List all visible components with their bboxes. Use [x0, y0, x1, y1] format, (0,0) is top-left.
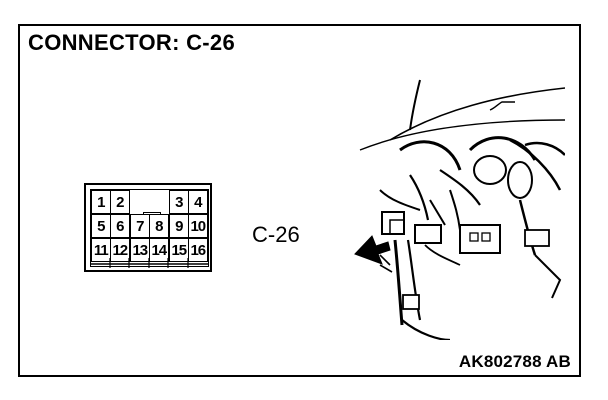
connector-face: 1 2 3 4 5 6 7 8 9 10 11 12 13 14 15 16 — [84, 183, 212, 272]
diagram-title: CONNECTOR: C-26 — [28, 30, 236, 55]
pin-7: 7 — [130, 214, 150, 238]
pin-12: 12 — [110, 238, 130, 262]
pin-4: 4 — [188, 190, 208, 214]
diagram-frame: CONNECTOR: C-26 1 2 3 4 5 6 7 8 9 10 11 … — [18, 24, 581, 377]
pin-14: 14 — [149, 238, 169, 262]
pin-11: 11 — [91, 238, 111, 262]
pin-6: 6 — [110, 214, 130, 238]
pin-15: 15 — [169, 238, 189, 262]
connector-ledge — [90, 258, 209, 268]
pin-8: 8 — [149, 214, 169, 238]
connector-body: 1 2 3 4 5 6 7 8 9 10 11 12 13 14 15 16 — [90, 189, 209, 268]
pin-1: 1 — [91, 190, 111, 214]
pin-10: 10 — [188, 214, 208, 238]
dashboard-harness-illustration — [354, 79, 565, 340]
pin-2: 2 — [110, 190, 130, 214]
connector-callout-label: C-26 — [252, 222, 300, 247]
figure-code: AK802788 AB — [458, 352, 571, 371]
pin-16: 16 — [188, 238, 208, 262]
pin-3: 3 — [169, 190, 189, 214]
pin-5: 5 — [91, 214, 111, 238]
pin-9: 9 — [169, 214, 189, 238]
